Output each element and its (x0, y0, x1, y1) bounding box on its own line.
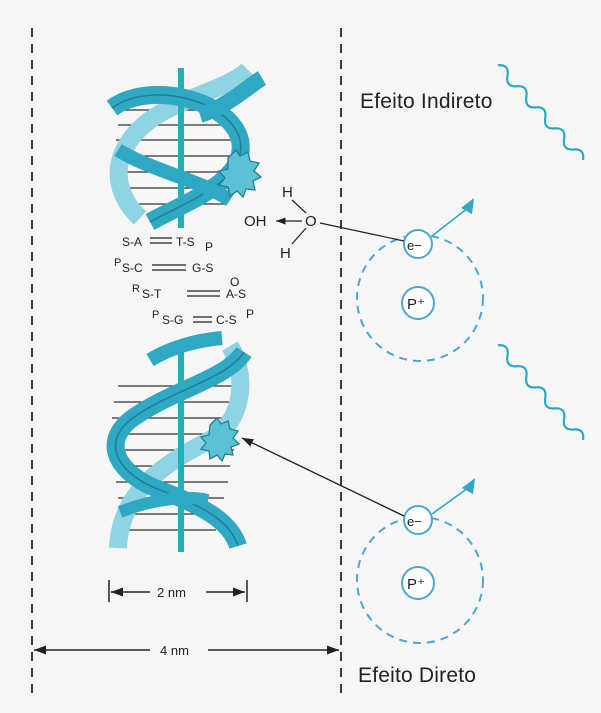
bp-0-right: T-S (176, 235, 195, 249)
bp-3-right: C-S (216, 313, 237, 327)
water-molecule: H O H OH (244, 184, 317, 262)
bp-2-left: S-T (142, 287, 162, 301)
scale-label-2nm: 2 nm (157, 585, 186, 600)
bp-0-left: S-A (122, 235, 142, 249)
scale-bar-2nm: 2 nm (108, 580, 248, 602)
bp-3-left: S-G (162, 313, 183, 327)
electron-label-bottom: e− (407, 514, 422, 529)
proton-label-bottom: P⁺ (407, 576, 425, 593)
atom-direct: e− P⁺ (241, 344, 585, 644)
wavy-radiation-icon (497, 344, 585, 441)
hydrogen-bottom-label: H (280, 245, 291, 262)
damage-burst-icon (199, 416, 241, 463)
atom-indirect: e− P⁺ (319, 64, 585, 362)
helix-axis-top (178, 68, 184, 228)
wavy-radiation-icon (497, 64, 585, 161)
bp-3-suffix: P (246, 307, 254, 321)
bp-2-prefix: R (132, 283, 140, 295)
bp-2-right: A-S (226, 287, 246, 301)
electron-label-top: e− (407, 238, 422, 253)
hydroxyl-label: OH (244, 213, 267, 230)
bp-0-suffix: P (205, 240, 213, 254)
proton-icon (401, 566, 435, 600)
proton-label-top: P⁺ (407, 296, 425, 313)
oxygen-label: O (305, 213, 317, 230)
hydrogen-top-label: H (282, 184, 293, 201)
bp-1-prefix: P (114, 257, 121, 269)
proton-icon (401, 286, 435, 320)
base-pair-sequence: S-A T-S P P S-C G-S R S-T A-S O P S-G C-… (114, 235, 254, 327)
helix-axis-bottom (178, 340, 184, 552)
damage-burst-icon (217, 148, 263, 199)
bp-1-right: G-S (192, 261, 213, 275)
electron-icon (403, 505, 433, 535)
bp-2-suffix: O (230, 275, 239, 289)
bp-1-left: S-C (122, 261, 143, 275)
scale-bar-4nm: 4 nm (34, 643, 339, 658)
indirect-effect-title: Efeito Indireto (360, 90, 493, 113)
scale-label-4nm: 4 nm (160, 643, 189, 658)
direct-effect-title: Efeito Direto (358, 664, 477, 687)
electron-icon (403, 229, 433, 259)
dna-helix-top (106, 63, 267, 230)
bp-3-prefix: P (152, 309, 159, 321)
dna-helix-bottom (106, 331, 252, 552)
